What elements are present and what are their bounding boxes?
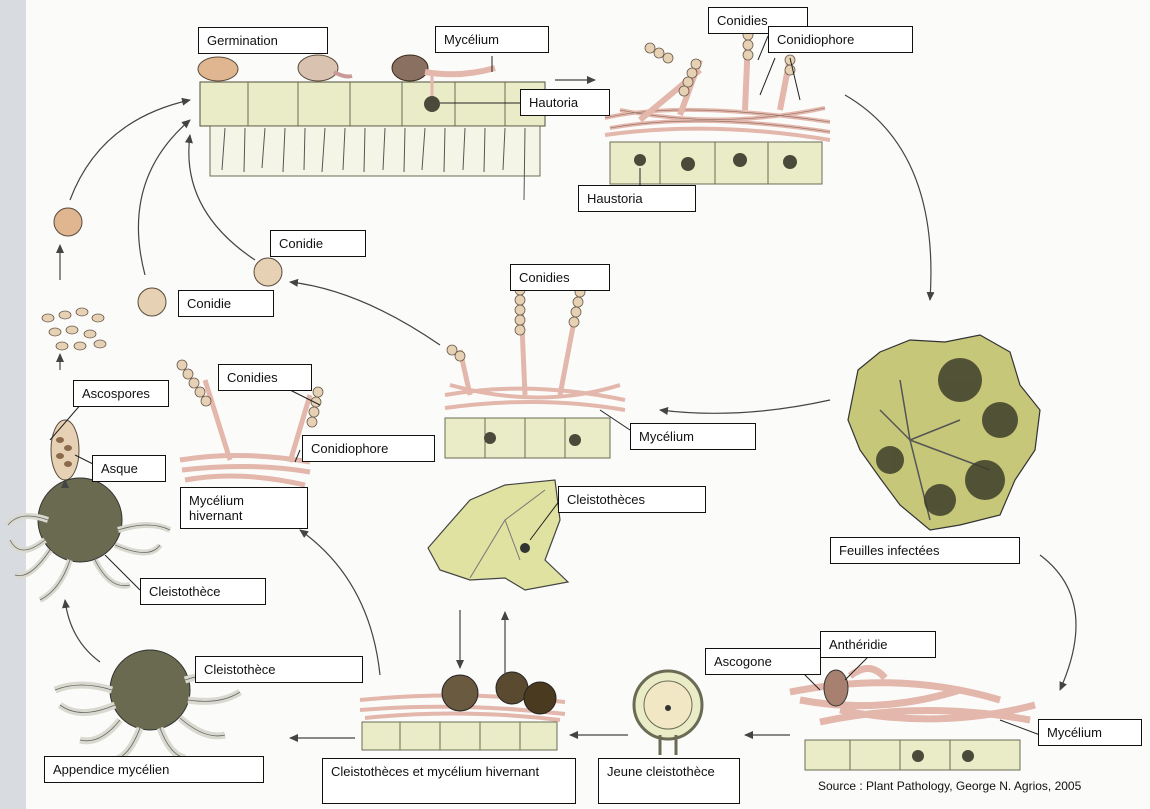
label-hautoria: Hautoria	[520, 89, 610, 116]
label-mycelium-top: Mycélium	[435, 26, 549, 53]
label-antheridie: Anthéridie	[820, 631, 936, 658]
label-conidies-left: Conidies	[218, 364, 312, 391]
label-conidiophore-left: Conidiophore	[302, 435, 435, 462]
label-mycelium-mid: Mycélium	[630, 423, 756, 450]
conidie-spore-1	[254, 258, 282, 286]
label-feuilles-infectees: Feuilles infectées	[830, 537, 1020, 564]
ascogone-section	[790, 668, 1035, 770]
label-jeune-cleistotheque: Jeune cleistothèce	[598, 758, 740, 804]
label-asque: Asque	[92, 455, 166, 482]
label-cleistotheces-leaf: Cleistothèces	[558, 486, 706, 513]
label-conidie-2: Conidie	[178, 290, 274, 317]
label-haustoria: Haustoria	[578, 185, 696, 212]
label-conidie-1: Conidie	[270, 230, 366, 257]
conidiophores-middle	[445, 280, 625, 458]
overwintering-section	[360, 672, 565, 750]
young-cleistotheque	[634, 671, 702, 755]
label-ascogone: Ascogone	[705, 648, 821, 675]
label-mycelium-hivernant: Mycélium hivernant	[180, 487, 308, 529]
label-appendice-mycelien: Appendice mycélien	[44, 756, 264, 783]
label-conidies-mid: Conidies	[510, 264, 610, 291]
label-cleistotheque-bottom: Cleistothèce	[195, 656, 363, 683]
page-edge	[0, 0, 26, 809]
source-credit: Source : Plant Pathology, George N. Agri…	[818, 779, 1081, 793]
label-cleistotheque-left: Cleistothèce	[140, 578, 266, 605]
leaf-cleistotheces	[428, 480, 568, 590]
conidie-spore-2	[138, 288, 166, 316]
label-mycelium-bottom: Mycélium	[1038, 719, 1142, 746]
label-germination: Germination	[198, 27, 328, 54]
leaf-section-germination	[198, 55, 545, 200]
label-cleistotheces-mycelium: Cleistothèces et mycélium hivernant	[322, 758, 576, 804]
label-conidiophore-top: Conidiophore	[768, 26, 913, 53]
label-ascospores: Ascospores	[73, 380, 169, 407]
